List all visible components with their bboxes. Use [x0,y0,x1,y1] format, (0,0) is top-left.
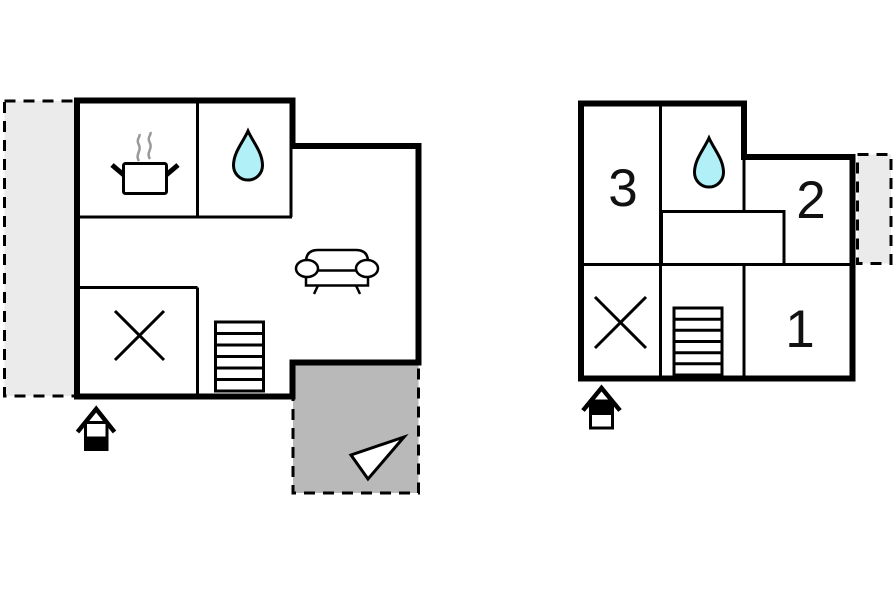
steam-line [147,131,152,160]
entrance-house-icon [581,384,622,430]
sofa-icon [294,248,380,295]
crossed-lines-icon [593,295,648,350]
corridor-rect [660,210,786,266]
sofa-leg-right [354,284,362,295]
house-filled-half [85,436,108,451]
entrance-house-icon [75,405,117,451]
water-drop-icon [692,134,726,189]
ground-interior-walls [78,101,293,396]
stairs-steps [215,332,264,381]
ground-patio-strip [3,99,78,398]
cooking-pot-icon [110,131,180,195]
room-label-2: 2 [796,171,825,230]
direction-arrow-icon [348,433,409,482]
water-drop-icon [231,127,265,182]
first-floor-plan: 3 2 1 [578,100,893,430]
house-roof [75,405,117,434]
room-label-1: 1 [785,300,814,359]
stairs-steps [674,317,722,366]
terrace-rect [291,359,420,495]
house-filled-half [590,400,613,415]
sofa-leg-left [312,284,320,295]
stairs-icon [214,320,265,393]
sofa-armrest-left [294,258,320,279]
sofa-armrest-right [354,258,380,279]
first-floor-patio-strip [856,153,893,265]
ground-floor-plan [3,97,422,495]
steam-line [136,133,141,162]
crossed-lines-icon [113,309,166,362]
stairs-icon [672,306,724,377]
terrace-area [291,359,420,495]
pot-body [122,162,168,195]
room-label-3: 3 [608,159,637,218]
house-roof [581,384,622,412]
